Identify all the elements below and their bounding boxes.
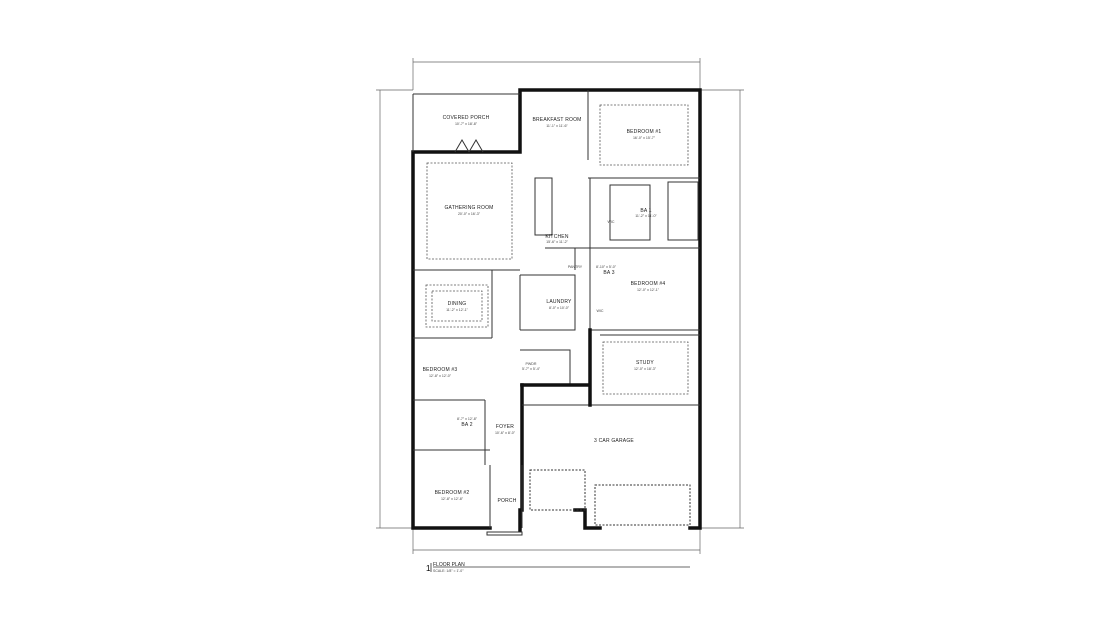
room-label: LAUNDRY [546,299,572,305]
room-dims: 5'-7" x 5'-4" [522,367,541,371]
room-dims: 16'-0" x 15'-7" [633,136,656,140]
room-label: DINING [448,301,467,307]
room-dims: 10'-6" x 8'-0" [495,431,516,435]
title-block: 1 FLOOR PLAN SCALE: 1/8" = 1'-0" [426,562,690,573]
room-dims: 8'-0" x 10'-0" [549,306,570,310]
room-dims: 8'-10" x 5'-0" [596,265,617,269]
room-label: PANTRY [568,265,583,269]
room-label: BREAKFAST ROOM [532,117,581,123]
room-label: BEDROOM #1 [627,129,662,135]
drawing-title: FLOOR PLAN [433,562,465,568]
room-label: FOYER [496,424,514,430]
drawing-number: 1 [426,564,431,573]
room-label: BA 1 [640,208,651,214]
room-outline-dashes [425,104,689,395]
room-dims: 20'-0" x 16'-3" [458,212,481,216]
room-label: BEDROOM #3 [423,367,458,373]
room-dims: 11'-2" x 12'-1" [446,308,469,312]
room-label: BEDROOM #2 [435,490,470,496]
drawing-scale: SCALE: 1/8" = 1'-0" [433,569,464,573]
room-label: 3 CAR GARAGE [594,438,634,444]
room-label: STUDY [636,360,654,366]
room-dims: 11'-2" x 11'-0" [635,214,657,218]
room-dims: 12'-0" x 18'-3" [634,367,657,371]
interior-walls [413,90,700,536]
room-label: KITCHEN [545,234,569,240]
room-label: WIC [608,220,615,224]
room-dims: 8'-7" x 12'-8" [457,417,478,421]
room-labels: COVERED PORCH 10'-7" x 18'-8" BREAKFAST … [423,115,666,504]
room-dims: 12'-0" x 12'-1" [637,288,660,292]
room-label: PWDR [526,362,537,366]
room-dims: 15'-6" x 11'-2" [546,240,569,244]
room-label: PORCH [497,498,516,504]
room-label: BEDROOM #4 [631,281,666,287]
room-dims: 11'-1" x 11'-6" [546,124,568,128]
room-label: GATHERING ROOM [444,205,493,211]
room-label: WIC [597,309,604,313]
room-dims: 12'-8" x 12'-8" [441,497,464,501]
room-label: BA 3 [603,270,614,276]
room-dims: 10'-7" x 18'-8" [455,122,478,126]
dimension-lines [376,58,744,554]
room-label: BA 2 [461,422,472,428]
room-dims: 12'-8" x 12'-0" [429,374,452,378]
room-label: COVERED PORCH [443,115,490,121]
